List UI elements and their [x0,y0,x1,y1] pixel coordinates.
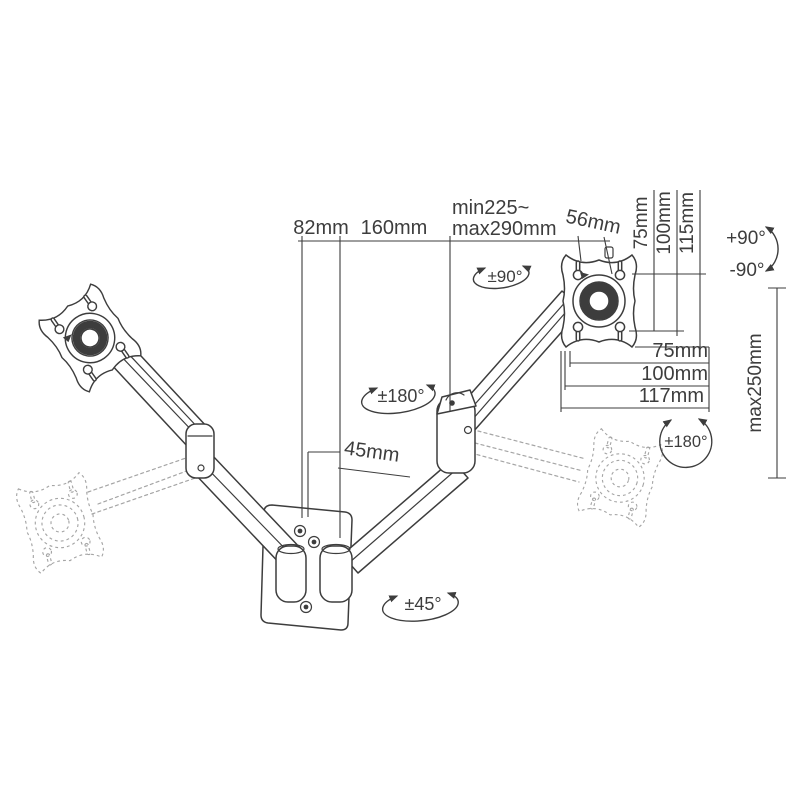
mounting-screw-hole [311,539,317,545]
label-min225: min225~ [452,197,529,219]
ghost-right-arm-folded [470,427,666,529]
label-rotate-180-mid: ±180° [377,386,424,406]
rotate-180-right-arc [659,418,713,469]
tilt-arrow-arc [764,226,779,272]
elbow-bolt [449,400,455,406]
elbow-screw [197,464,205,472]
elbow-screw [463,425,473,435]
mounting-screw-hole [297,528,303,534]
ghost-arm-rail [470,452,580,483]
dimension-lines [298,190,786,538]
ghost-left-arm-folded [13,457,199,575]
mounting-screw-hole [303,604,309,610]
ghost-arm-spring [474,442,584,472]
rotation-indicators [360,226,779,622]
label-h75mm: 75mm [652,340,708,362]
mounting-screw [299,600,313,614]
label-56mm: 56mm [564,206,623,239]
right-elbow-joint [436,389,477,474]
label-tilt-up: +90° [726,228,766,249]
right-lower-arm-slot [349,467,459,563]
left-hinge-cap [277,543,305,555]
swivel-90-arc [472,265,532,290]
label-h100mm: 100mm [641,363,708,385]
bracket-hinges [275,543,353,603]
mounting-screw [293,524,307,538]
left-upper-arm-spring [121,346,203,433]
label-rotate-45: ±45° [404,594,441,614]
dimension-labels: 82mm 160mm min225~ max290mm 56mm 75mm 10… [293,191,766,614]
extension-line [603,236,613,275]
ghost-arm-spring [97,468,193,505]
mounting-screw [307,535,321,549]
left-vesa-plate-center [62,320,108,356]
label-v100mm: 100mm [654,191,675,254]
label-max290: max290mm [452,218,556,240]
right-upper-arm-spring [458,304,573,436]
ghost-arm-rail [477,430,587,460]
leader-line-45mm [337,467,411,478]
plate-mark [580,272,589,279]
left-lower-arm-slot [201,462,296,560]
left-elbow-joint [185,423,215,479]
label-160mm: 160mm [361,217,428,239]
ghost-arm-rail [87,457,187,493]
right-vesa-plate-center [580,246,618,320]
left-hinge [275,545,307,603]
label-max250mm: max250mm [745,333,766,432]
label-82mm: 82mm [293,217,349,239]
right-hinge [319,545,353,603]
ghost-left-vesa-plate [13,471,107,575]
right-lower-arm [341,459,469,574]
ghost-arm-rail [91,476,199,515]
label-45mm: 45mm [343,437,401,467]
label-v75mm: 75mm [631,197,652,250]
label-tilt-down: -90° [729,260,764,281]
label-swivel-90: ±90° [487,267,522,286]
elbow-cap [436,389,477,415]
extension-line [577,235,582,262]
right-hinge-cap [321,543,351,555]
label-v115mm: 115mm [677,192,698,254]
rotate-45-arc [381,592,459,622]
ghost-right-vesa-plate [574,427,666,529]
plate-mark [62,334,72,343]
label-h117mm: 117mm [639,385,704,407]
left-upper-arm-spring [116,351,199,438]
rotate-180-mid-arc [360,384,436,415]
label-rotate-180-right: ±180° [664,433,707,451]
